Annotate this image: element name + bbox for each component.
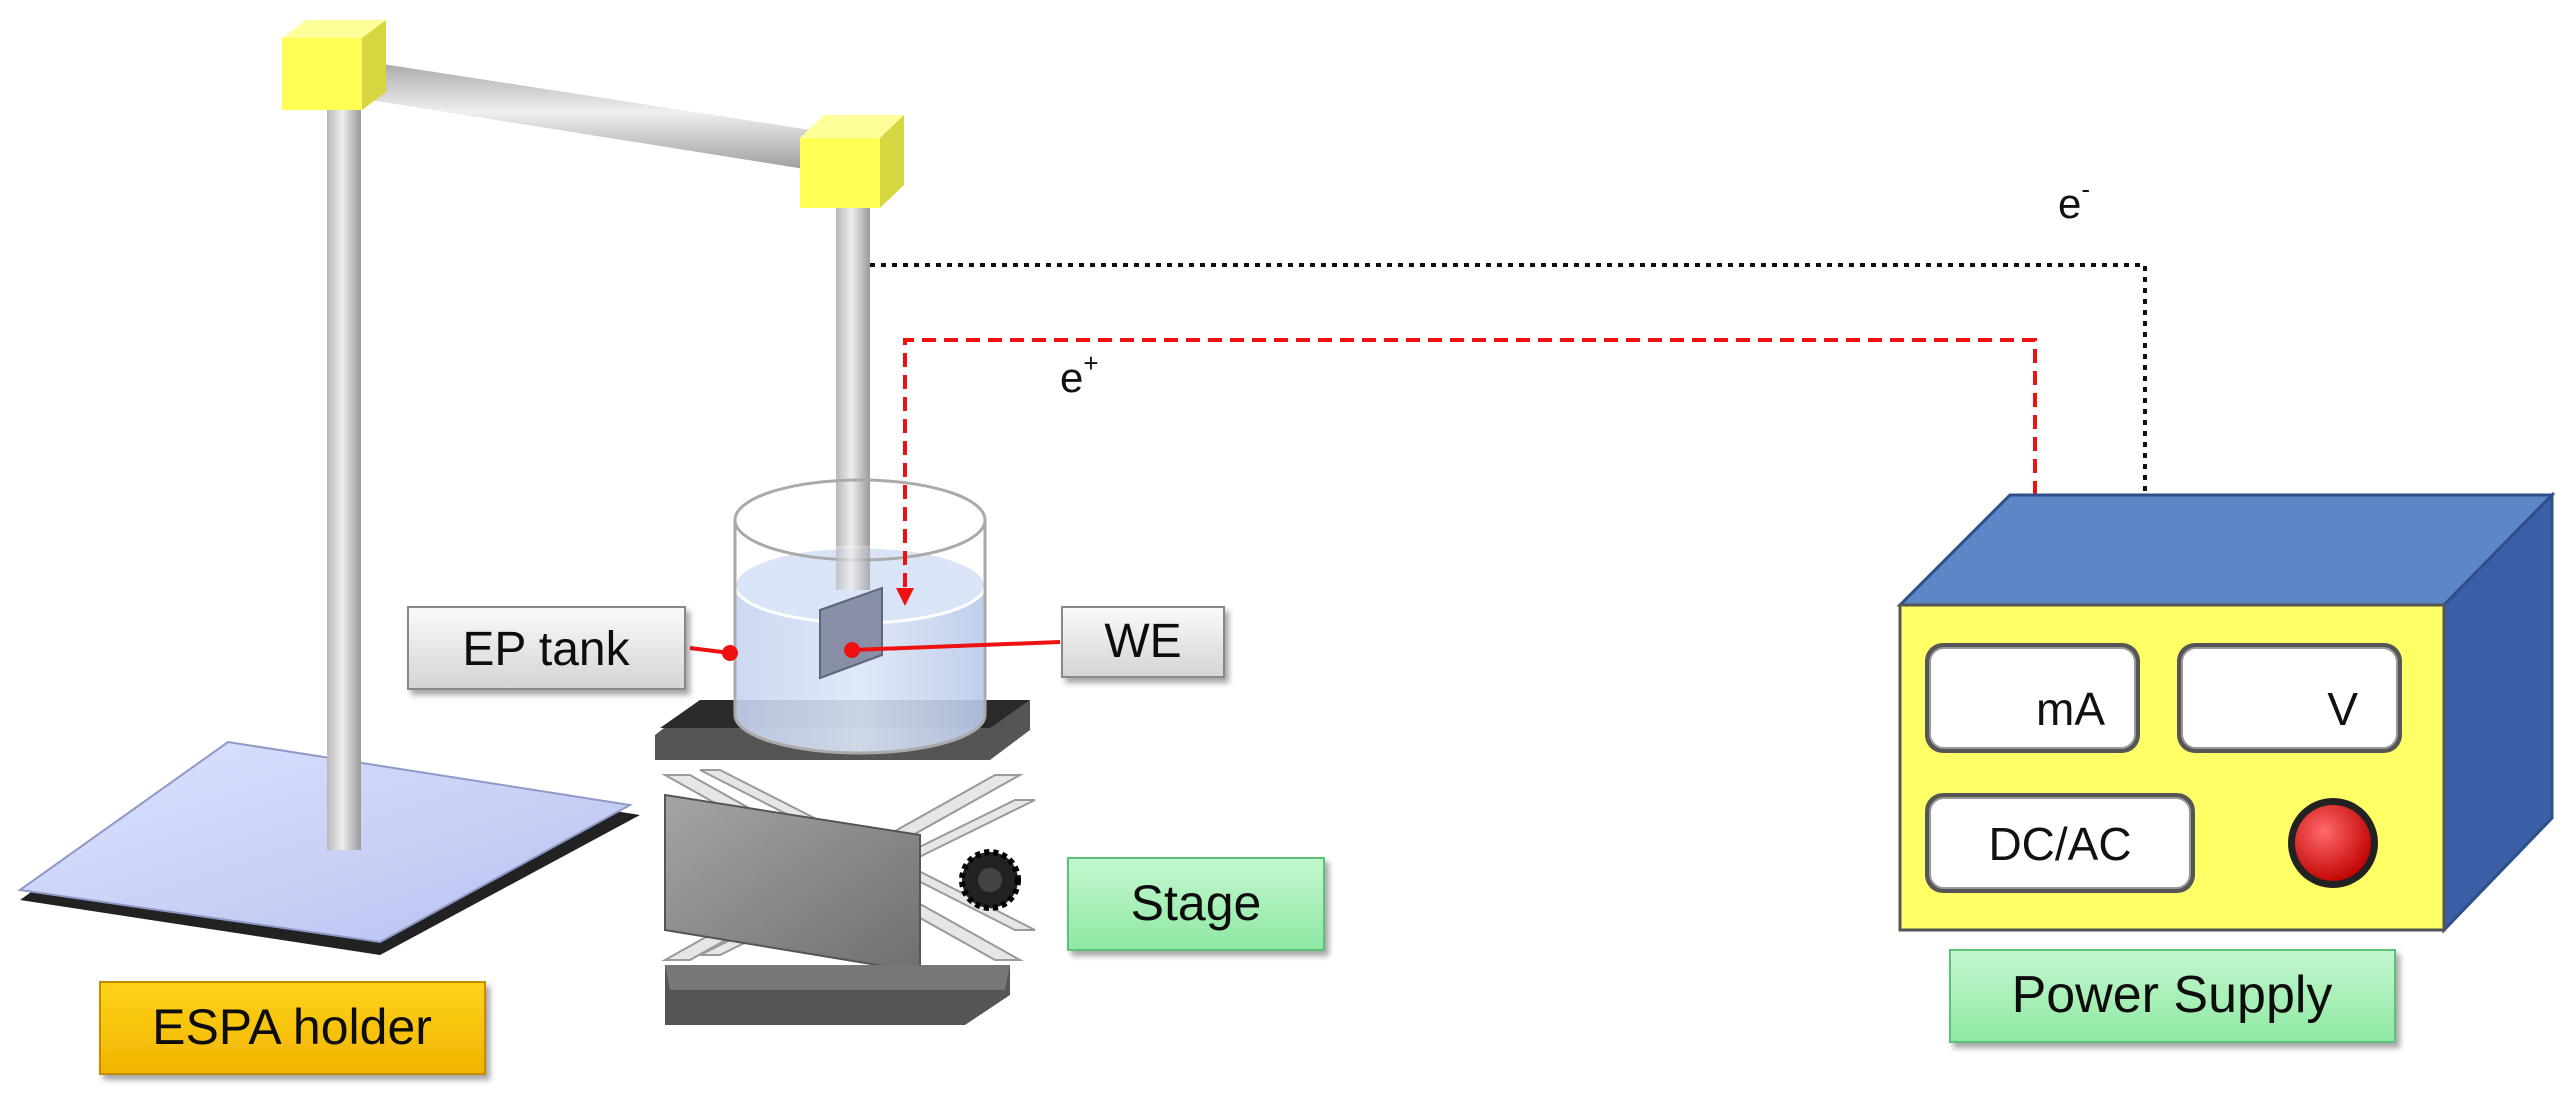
stand-crossbar [370,62,830,173]
svg-text:ESPA holder: ESPA holder [152,999,432,1055]
positive-wire-arrowhead [896,588,914,606]
dc-ac-mode-button[interactable]: DC/AC [1925,793,2195,893]
svg-text:DC/AC: DC/AC [1988,818,2131,870]
svg-text:Power Supply: Power Supply [2012,966,2333,1024]
stand-joint-left [282,20,386,110]
we-label: WE [1061,606,1225,678]
lab-jack-stage [655,700,1036,1025]
power-supply-label: Power Supply [1949,949,2396,1043]
svg-text:EP tank: EP tank [462,623,630,676]
electron-positive-label: e+ [1060,348,1099,401]
stand-base-plate [17,740,634,944]
power-supply-top [1896,493,2556,607]
stage-label: Stage [1067,857,1325,951]
espa-holder-label: ESPA holder [99,981,486,1075]
electron-negative-label: e- [2058,174,2090,227]
positive-wire [903,338,2037,590]
power-supply-unit: mA V DC/AC [1896,491,2556,934]
beaker-wall [733,520,987,755]
we-callout-line [851,640,1061,652]
svg-text:WE: WE [1104,615,1181,668]
electrolyte-liquid [735,585,985,753]
ep-tank-beaker [733,478,987,755]
stand-joint-right [800,115,904,208]
svg-text:Stage: Stage [1131,875,1262,931]
ep-tank-label: EP tank [407,606,686,690]
voltage-display: V [2177,643,2402,753]
power-button[interactable] [2288,798,2378,888]
svg-text:V: V [2327,683,2358,735]
espa-holder-stand [17,20,904,955]
working-electrode-sample [819,586,883,680]
stand-left-pole [327,100,361,850]
svg-text:mA: mA [2036,683,2105,735]
current-display: mA [1925,643,2140,753]
